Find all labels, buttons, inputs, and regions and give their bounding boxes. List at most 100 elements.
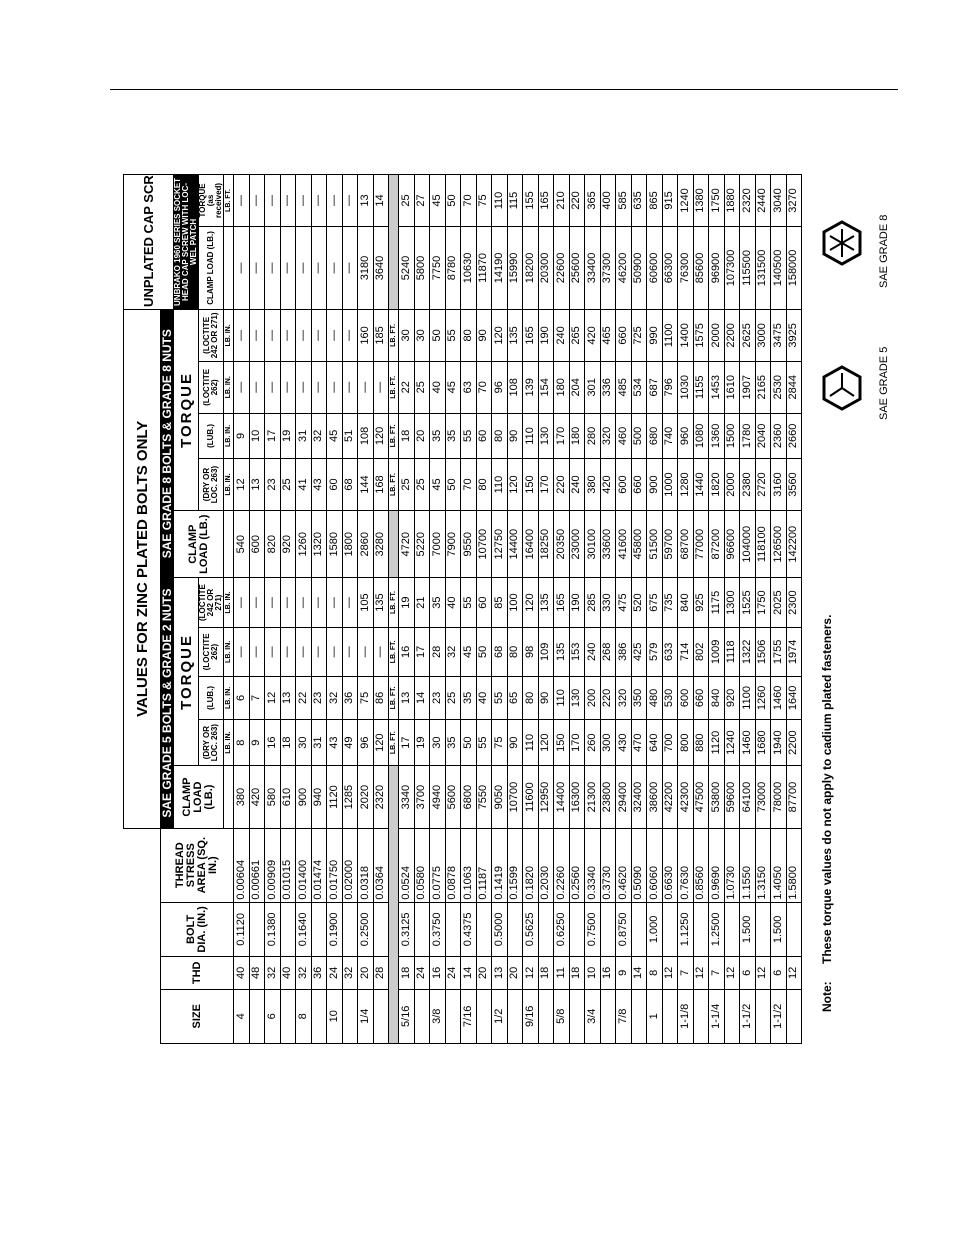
cell-thd: 20 [357, 956, 373, 990]
col-thd: THD [160, 956, 234, 990]
cell-un: 585 [615, 174, 631, 227]
cell-g8: 165 [522, 309, 538, 362]
cell-size [280, 989, 296, 1044]
cell-dia [280, 902, 296, 957]
cell-thd: 20 [507, 956, 523, 990]
cell-g8: 68700 [677, 510, 693, 578]
cell-g5: 165 [553, 577, 569, 628]
cell-g8: 740 [662, 413, 678, 459]
cell-g8: 1907 [739, 361, 755, 414]
cell-dia [569, 902, 585, 957]
cell-g5: 30 [295, 719, 311, 766]
cell-g8: 1800 [342, 510, 358, 578]
cell-g8: 18 [398, 413, 414, 459]
cell-thd: 48 [249, 956, 265, 990]
cell-un: — [280, 174, 296, 227]
cell-dia [373, 902, 389, 957]
cell-g8: — [373, 361, 389, 414]
cell-thd: 24 [445, 956, 461, 990]
cell-g5: 32 [445, 627, 461, 677]
cell-dia [724, 902, 740, 957]
unit-lbin: LB. IN. [223, 676, 234, 720]
cell-g8: 96600 [724, 510, 740, 578]
cell-g5: 2300 [786, 577, 802, 628]
cell-un: 18200 [522, 226, 538, 310]
cell-area: 0.0775 [429, 828, 445, 903]
cell-g5: 4940 [429, 765, 445, 829]
cell-g5: — [249, 577, 265, 628]
cell-un: 22600 [553, 226, 569, 310]
cell-g8: 80 [476, 458, 492, 511]
cell-g8: 108 [357, 413, 373, 459]
cell-size: 1/4 [357, 989, 373, 1044]
cell-dia: 1.1250 [677, 902, 693, 957]
cell-un: — [249, 226, 265, 310]
cell-g8: 59700 [662, 510, 678, 578]
cell-g5: 28 [429, 627, 445, 677]
cell-g5: 240 [584, 627, 600, 677]
cell-g8: 104000 [739, 510, 755, 578]
cell-g8: 110 [491, 458, 507, 511]
cell-g5: — [342, 627, 358, 677]
cell-g5: 2320 [373, 765, 389, 829]
g5-clamp-load: CLAMP LOAD (LB.) [173, 765, 224, 829]
cell-g8: — [342, 361, 358, 414]
cell-un: 140500 [770, 226, 786, 310]
cell-g8: 1500 [724, 413, 740, 459]
cell-dia [507, 902, 523, 957]
cell-g8: 1580 [326, 510, 342, 578]
cell-area: 0.1187 [476, 828, 492, 903]
cell-g5: 50 [476, 627, 492, 677]
cell-area: 0.1820 [522, 828, 538, 903]
cell-un: 865 [646, 174, 662, 227]
grade5-title: SAE GRADE 5 BOLTS & GRADE 2 NUTS [160, 577, 174, 829]
cell-g5: 260 [584, 719, 600, 766]
cell-area: 0.0878 [445, 828, 461, 903]
cell-g8: 25 [280, 458, 296, 511]
cell-g8: 168 [373, 458, 389, 511]
cell-g5: 105 [357, 577, 373, 628]
cell-g8: 120 [507, 458, 523, 511]
cell-g8: 30 [414, 309, 430, 362]
cell-g8: 7900 [445, 510, 461, 578]
cell-g5: 100 [507, 577, 523, 628]
cell-g5: 350 [631, 676, 647, 720]
cell-g5: 135 [373, 577, 389, 628]
cell-thd: 24 [326, 956, 342, 990]
cell-g8: 660 [615, 309, 631, 362]
cell-g5: 29400 [615, 765, 631, 829]
cell-un: 25600 [569, 226, 585, 310]
cell-g5: 8 [233, 719, 249, 766]
cell-g5: 475 [615, 577, 631, 628]
cell-g8: 1100 [662, 309, 678, 362]
cell-g5: 40 [476, 676, 492, 720]
cell-area: 0.9690 [708, 828, 724, 903]
cell-g8: 16400 [522, 510, 538, 578]
cell-thd: 7 [677, 956, 693, 990]
cell-g5: 14 [414, 676, 430, 720]
cell-g8: — [233, 309, 249, 362]
cell-g8: 77000 [693, 510, 709, 578]
cell-thd: 36 [311, 956, 327, 990]
cell-g5: 35 [445, 719, 461, 766]
unplated-title: UNPLATED CAP SCREWS [123, 174, 174, 310]
cell-g8: 534 [631, 361, 647, 414]
cell-g5: — [311, 627, 327, 677]
grade8-bolt-head-icon [822, 220, 862, 266]
cell-g8: 820 [264, 510, 280, 578]
cell-g5: 675 [646, 577, 662, 628]
unit-lbft: LB. FT. [388, 413, 399, 459]
un-clamp-load: CLAMP LOAD (LB.) [198, 226, 224, 310]
cell-thd: 14 [460, 956, 476, 990]
cell-g8: 160 [357, 309, 373, 362]
g8-torque: TORQUE [173, 309, 199, 511]
cell-thd: 6 [739, 956, 755, 990]
cell-un: 107300 [724, 226, 740, 310]
cell-g5: 18 [280, 719, 296, 766]
cell-g8: 35 [445, 413, 461, 459]
cell-un: 7750 [429, 226, 445, 310]
cell-un: 220 [569, 174, 585, 227]
